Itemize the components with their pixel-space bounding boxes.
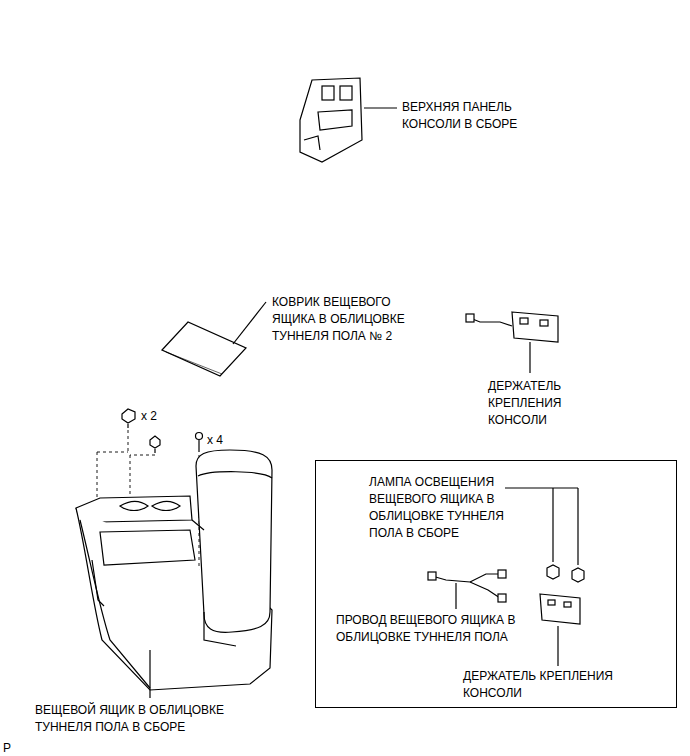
quantity-label: x 4 <box>207 432 247 449</box>
figure-code: P <box>3 740 23 756</box>
quantity-label: x 2 <box>141 408 181 425</box>
leader-line <box>529 342 530 373</box>
holder-drawing <box>466 312 558 342</box>
part-label: ПРОВОД ВЕЩЕВОГО ЯЩИКА В ОБЛИЦОВКЕ ТУННЕЛ… <box>336 612 536 646</box>
inset-frame: ЛАМПА ОСВЕЩЕНИЯ ВЕЩЕВОГО ЯЩИКА В ОБЛИЦОВ… <box>315 460 677 708</box>
part-label: ЛАМПА ОСВЕЩЕНИЯ ВЕЩЕВОГО ЯЩИКА В ОБЛИЦОВ… <box>369 474 519 542</box>
part-label: ДЕРЖАТЕЛЬ КРЕПЛЕНИЯ КОНСОЛИ <box>488 378 588 429</box>
part-label: ВЕЩЕВОЙ ЯЩИК В ОБЛИЦОВКЕ ТУННЕЛЯ ПОЛА В … <box>35 702 260 736</box>
console-box-drawing <box>76 450 272 690</box>
leader-line <box>233 302 266 344</box>
upper-panel-drawing <box>300 78 362 162</box>
mat-drawing <box>162 322 246 376</box>
part-label: ДЕРЖАТЕЛЬ КРЕПЛЕНИЯ КОНСОЛИ <box>463 668 638 702</box>
fasteners <box>122 409 203 453</box>
part-label: ВЕРХНЯЯ ПАНЕЛЬ КОНСОЛИ В СБОРЕ <box>402 99 532 133</box>
part-label: КОВРИК ВЕЩЕВОГО ЯЩИКА В ОБЛИЦОВКЕ ТУННЕЛ… <box>272 294 427 345</box>
leader-line <box>149 650 150 698</box>
leader-line <box>364 107 397 108</box>
